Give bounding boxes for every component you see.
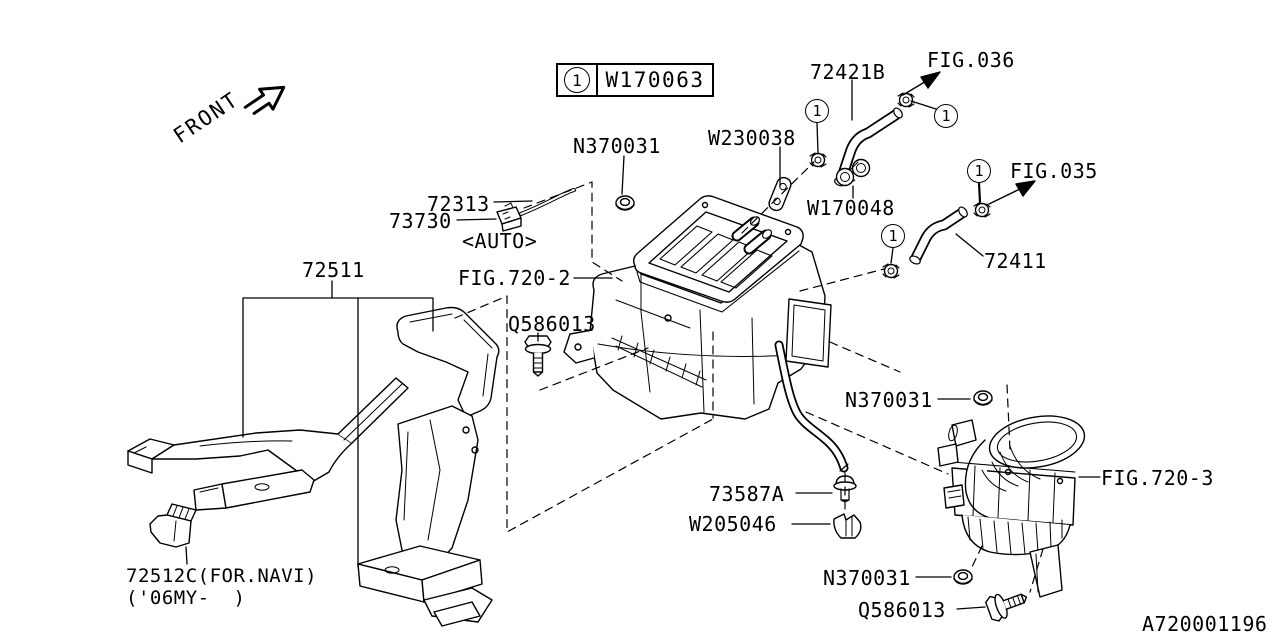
fig035-arrow-icon (988, 180, 1036, 205)
floor-duct-drawing (127, 377, 409, 511)
nut-n370031-mid-icon (973, 390, 993, 406)
fig-ref-720-3: FIG.720-3 (1101, 466, 1214, 490)
clip-w205046-icon (833, 513, 862, 539)
hose-clamp-icon (809, 152, 827, 168)
aspirator-sensor-drawing (496, 188, 576, 232)
hose-clamp-icon (897, 92, 915, 108)
leader-lines (185, 79, 1101, 610)
clamp-legend-box: 1 W170063 (556, 63, 714, 97)
callout-1-marker: 1 (881, 224, 905, 248)
part-label-n370031-bottom: N370031 (823, 566, 911, 590)
part-label-73730: 73730 (389, 209, 452, 233)
heater-hose-72411-drawing (909, 206, 968, 265)
part-label-72411: 72411 (984, 249, 1047, 273)
callout-1-marker: 1 (934, 104, 958, 128)
part-label-72511: 72511 (302, 258, 365, 282)
legend-callout-cell: 1 (558, 65, 598, 95)
fig-ref-035: FIG.035 (1010, 159, 1098, 183)
callout-1-marker: 1 (967, 159, 991, 183)
part-label-n370031-mid: N370031 (845, 388, 933, 412)
grommet-w230038-icon (768, 176, 792, 212)
hose-clamp-icon (882, 263, 900, 279)
part-label-n370031-top: N370031 (573, 134, 661, 158)
nut-n370031-top-icon (615, 195, 635, 211)
bolt-q586013-bottom-icon (983, 584, 1032, 624)
callout-1-icon: 1 (564, 67, 590, 93)
blower-unit-drawing (937, 415, 1086, 598)
hose-clamp-icon (973, 202, 991, 218)
part-label-w230038: W230038 (708, 126, 796, 150)
rear-duct-drawing (357, 306, 500, 627)
part-label-72421b: 72421B (810, 60, 886, 84)
part-label-q586013-top: Q586013 (508, 312, 596, 336)
clamp-holder-w170048-icon (835, 158, 871, 187)
part-label-w170048: W170048 (807, 196, 895, 220)
part-label-q586013-bottom: Q586013 (858, 598, 946, 622)
part-label-72512c: 72512C(FOR.NAVI) (126, 565, 318, 587)
part-label-72313: 72313 (427, 192, 490, 216)
front-arrow-icon (243, 85, 286, 115)
nut-n370031-bottom-icon (953, 569, 973, 585)
auto-variant-tag: <AUTO> (462, 229, 538, 253)
legend-part-number: W170063 (605, 68, 705, 92)
heater-unit-drawing (563, 195, 849, 473)
navi-duct-drawing (149, 503, 197, 548)
bolt-q586013-top-icon (524, 335, 552, 377)
callout-1-marker: 1 (805, 99, 829, 123)
fig036-arrow-icon (902, 71, 941, 96)
model-year-note: ('06MY- ) (126, 587, 246, 609)
drawing-number: A720001196 (1142, 612, 1268, 636)
part-label-w205046: W205046 (689, 512, 777, 536)
dashed-alignment-lines (454, 161, 1044, 593)
part-label-73587a: 73587A (709, 482, 785, 506)
fig-ref-036: FIG.036 (927, 48, 1015, 72)
fig-ref-720-2: FIG.720-2 (458, 266, 571, 290)
